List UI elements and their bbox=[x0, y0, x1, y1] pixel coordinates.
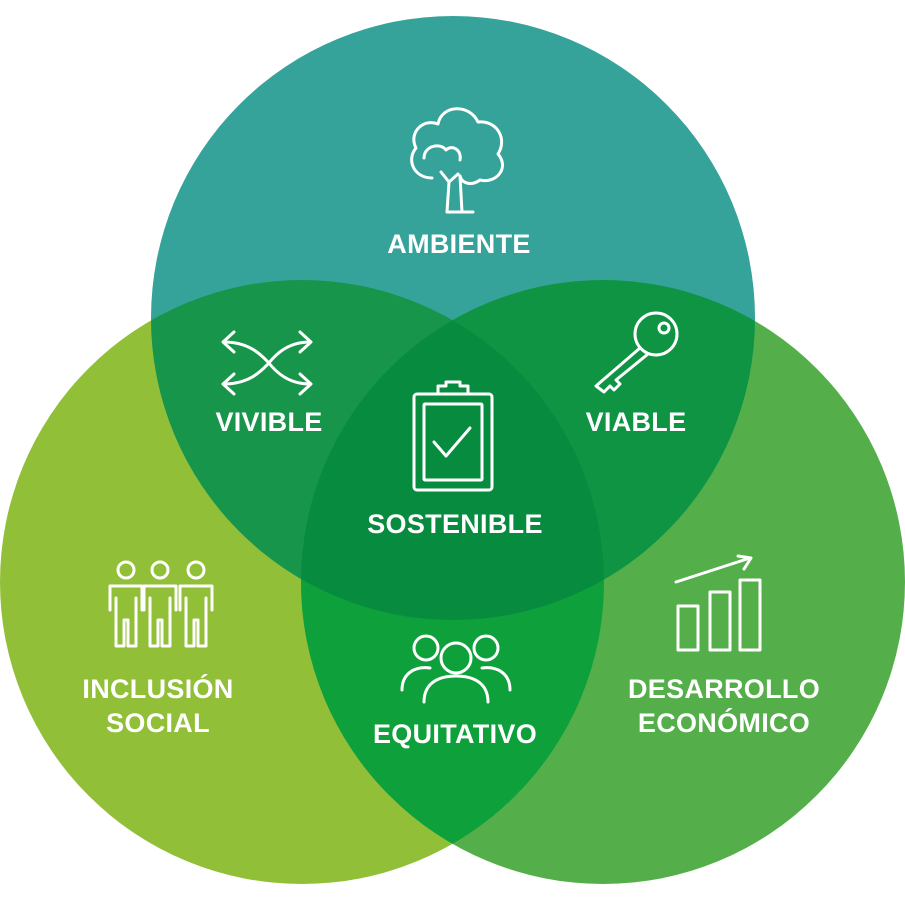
label-ambiente: AMBIENTE bbox=[387, 229, 530, 259]
community-icon bbox=[400, 634, 512, 704]
label-viable: VIABLE bbox=[586, 407, 687, 437]
label-sostenible: SOSTENIBLE bbox=[367, 509, 543, 539]
key-icon bbox=[594, 311, 679, 394]
shuffle-arrows-icon bbox=[221, 330, 313, 396]
clipboard-check-icon bbox=[412, 380, 494, 492]
label-inclusion-line2: SOCIAL bbox=[106, 708, 210, 738]
label-inclusion-line1: INCLUSIÓN bbox=[82, 673, 233, 704]
tree-icon bbox=[410, 107, 504, 214]
people-group-icon bbox=[108, 560, 214, 648]
label-desarrollo-line2: ECONÓMICO bbox=[638, 707, 810, 738]
label-vivible: VIVIBLE bbox=[215, 407, 322, 437]
growth-chart-icon bbox=[674, 554, 762, 652]
label-equitativo: EQUITATIVO bbox=[373, 719, 537, 749]
label-desarrollo-line1: DESARROLLO bbox=[628, 674, 820, 704]
